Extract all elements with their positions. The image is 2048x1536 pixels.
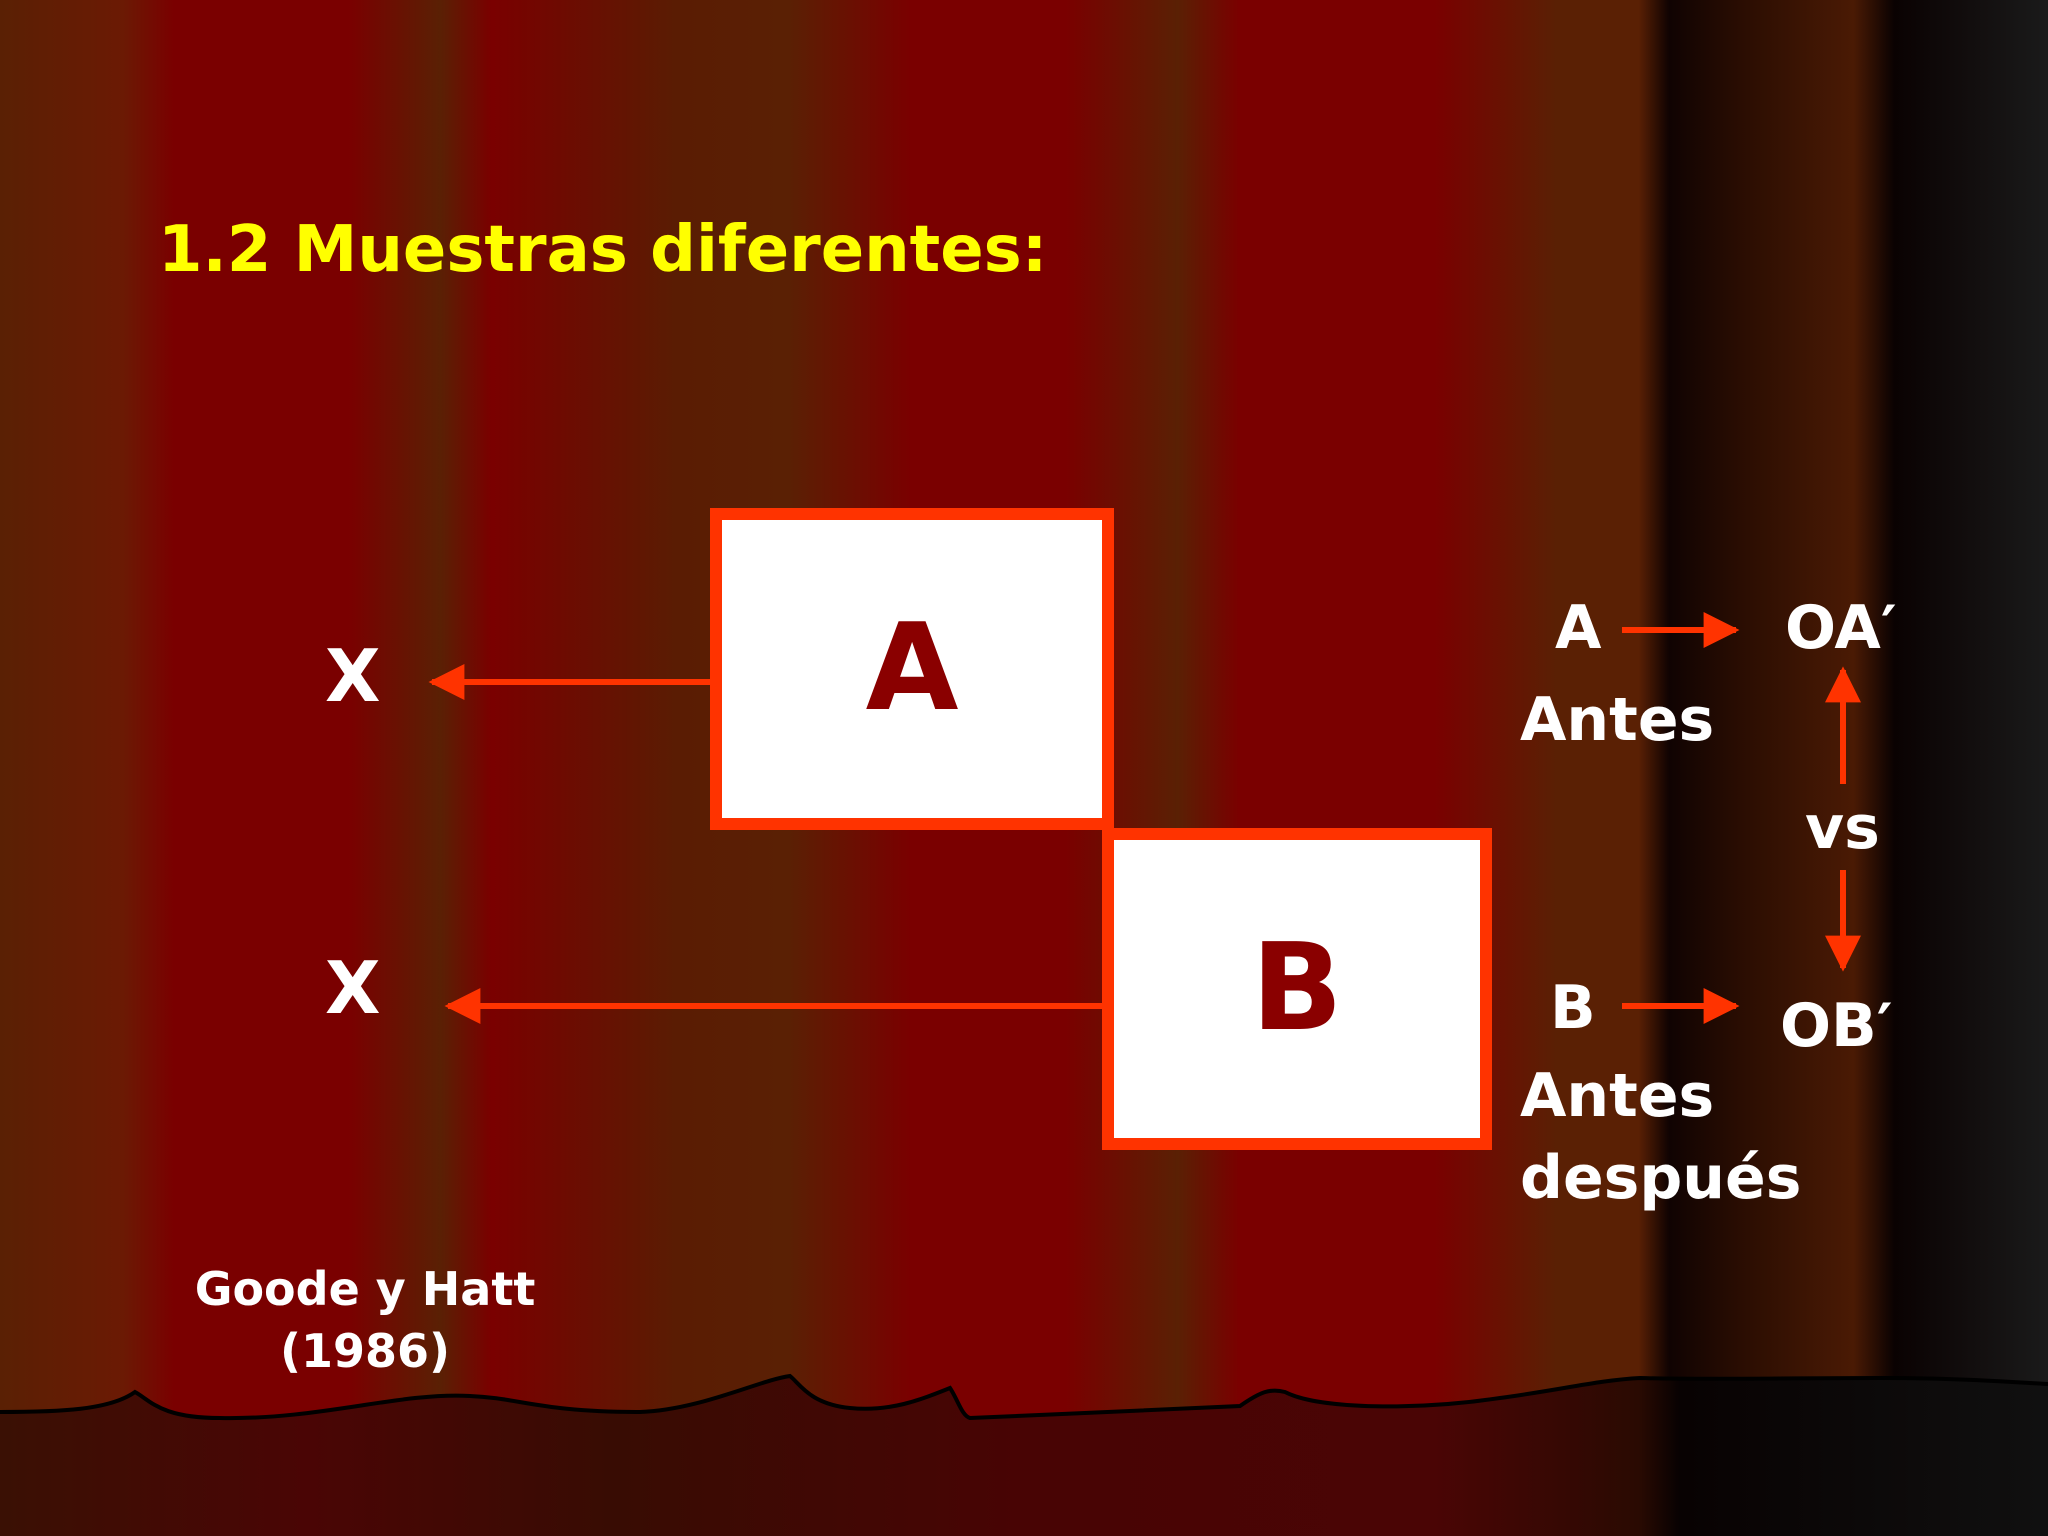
caption-a-antes: Antes (1520, 685, 1715, 755)
citation-year: (1986) (279, 1324, 451, 1378)
right-label-a: A (1555, 593, 1602, 663)
caption-b-antes: Antes (1520, 1061, 1715, 1131)
result-ob: OB′ (1780, 991, 1893, 1061)
x-label-top: X (325, 634, 381, 718)
sample-box-a: A (710, 508, 1114, 830)
x-label-bottom: X (325, 946, 381, 1030)
citation-authors: Goode y Hatt (194, 1262, 536, 1316)
box-a-letter: A (865, 599, 959, 738)
slide-title: 1.2 Muestras diferentes: (158, 213, 1048, 287)
result-oa: OA′ (1785, 593, 1897, 663)
vs-label: vs (1805, 793, 1880, 863)
caption-b-despues: después (1520, 1143, 1802, 1213)
right-label-b: B (1550, 973, 1596, 1043)
sample-box-b: B (1102, 828, 1492, 1150)
box-b-letter: B (1251, 919, 1343, 1058)
citation: Goode y Hatt (1986) (165, 1258, 565, 1382)
